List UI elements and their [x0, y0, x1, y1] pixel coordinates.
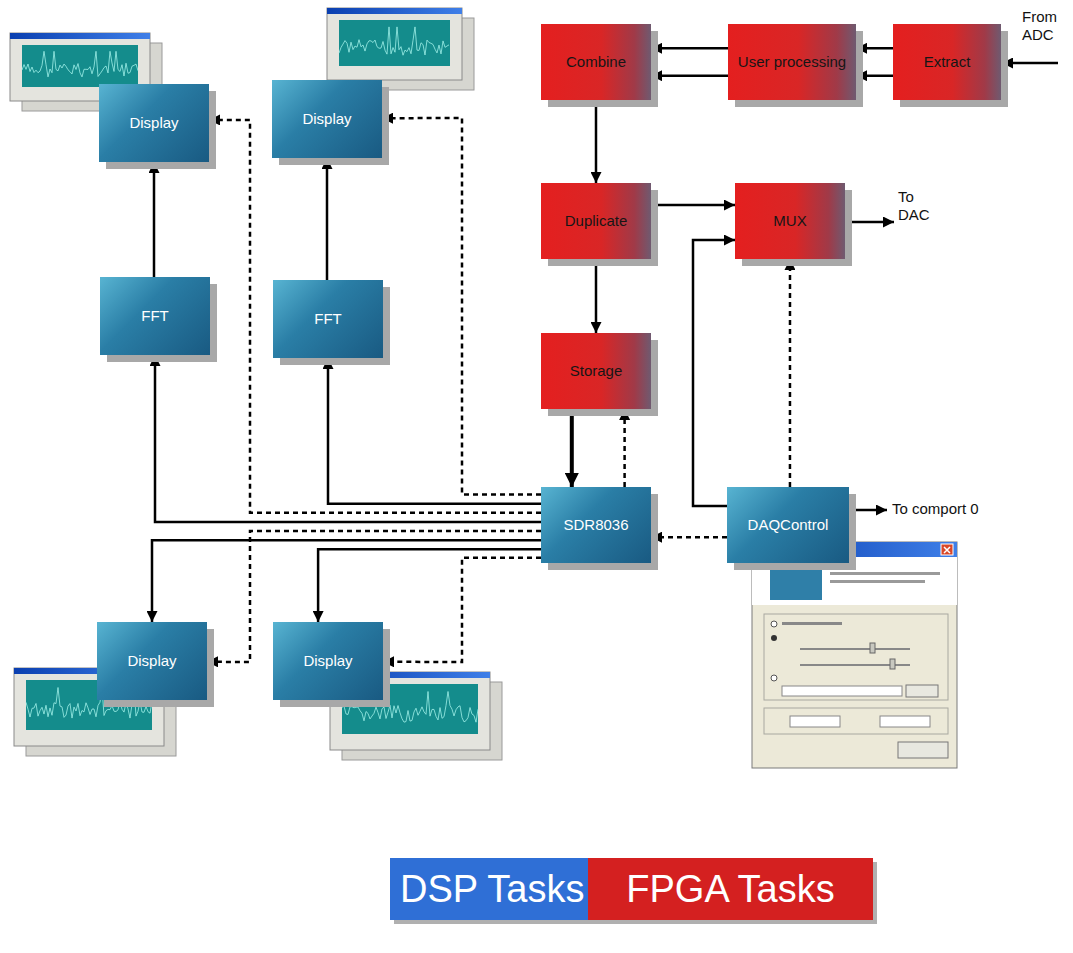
- data-connector: [570, 409, 574, 487]
- fpga-task-box: Storage: [541, 333, 651, 409]
- box-label: Duplicate: [565, 212, 628, 230]
- fpga-task-box: Combine: [541, 24, 651, 100]
- data-connector: [856, 47, 893, 50]
- dsp-task-box: Display: [272, 80, 382, 158]
- fpga-task-box: MUX: [735, 183, 845, 259]
- waveform-traces: [22, 27, 478, 722]
- waveform-trace: [339, 27, 449, 55]
- control-connector: [209, 120, 541, 513]
- control-connector: [382, 118, 541, 495]
- box-label: SDR8036: [563, 516, 628, 534]
- data-connector: [595, 100, 598, 183]
- output-arrow: [847, 221, 894, 224]
- box-label: FFT: [314, 310, 342, 328]
- dsp-task-box: Display: [99, 84, 209, 162]
- box-label: Extract: [924, 53, 971, 71]
- waveform-trace: [22, 51, 138, 77]
- box-label: MUX: [773, 212, 806, 230]
- dialog-window: [752, 542, 957, 768]
- fpga-task-box: Extract: [893, 24, 1001, 100]
- external-arrows: [847, 63, 1058, 510]
- data-connector: [318, 549, 541, 622]
- dsp-task-box: Display: [273, 622, 383, 700]
- box-label: Display: [127, 652, 176, 670]
- data-connector: [651, 47, 728, 50]
- dsp-task-box: DAQControl: [727, 487, 849, 563]
- box-label: Display: [303, 652, 352, 670]
- plot-window: [327, 8, 474, 90]
- box-label: Display: [129, 114, 178, 132]
- box-label: Storage: [570, 362, 623, 380]
- legend-label: DSP Tasks: [400, 868, 584, 911]
- box-label: User processing: [738, 53, 846, 71]
- data-connector: [693, 240, 735, 506]
- data-connector: [155, 355, 541, 522]
- data-connector: [154, 162, 155, 277]
- dsp-task-box: SDR8036: [541, 487, 651, 563]
- box-label: Combine: [566, 53, 626, 71]
- legend-label: FPGA Tasks: [626, 868, 834, 911]
- port-label: To comport 0: [892, 500, 979, 518]
- dsp-task-box: FFT: [100, 277, 210, 355]
- port-label: To DAC: [898, 188, 938, 224]
- control-connector: [623, 409, 626, 487]
- dsp-task-box: FFT: [273, 280, 383, 358]
- box-label: FFT: [141, 307, 169, 325]
- control-connector: [789, 259, 792, 487]
- port-label: From ADC: [1022, 8, 1064, 44]
- dsp-task-box: Display: [97, 622, 207, 700]
- data-connector: [651, 74, 728, 77]
- output-arrow: [851, 509, 887, 512]
- box-label: DAQControl: [748, 516, 829, 534]
- data-connector: [651, 204, 735, 207]
- control-connector: [651, 536, 727, 539]
- data-connector: [595, 259, 598, 333]
- box-label: Display: [302, 110, 351, 128]
- legend-swatch: FPGA Tasks: [588, 858, 873, 920]
- data-connector: [328, 358, 541, 504]
- input-arrow: [1002, 62, 1058, 65]
- control-connector: [383, 558, 541, 662]
- data-connector: [327, 158, 328, 280]
- data-connector: [152, 540, 541, 622]
- fpga-task-box: User processing: [728, 24, 856, 100]
- data-connector: [856, 74, 893, 77]
- legend-swatch: DSP Tasks: [390, 858, 594, 920]
- fpga-task-box: Duplicate: [541, 183, 651, 259]
